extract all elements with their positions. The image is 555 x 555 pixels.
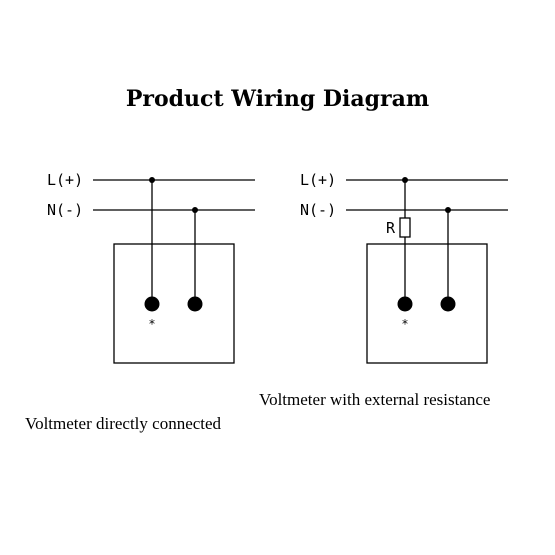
meter-housing	[113, 243, 235, 364]
live-label: L(+)	[300, 171, 336, 189]
terminal-mark: *	[402, 317, 408, 331]
diagram-external-resistance: L(+) N(-) R *	[300, 171, 508, 364]
meter-housing	[366, 243, 488, 364]
neutral-label: N(-)	[300, 201, 336, 219]
resistor	[399, 217, 411, 238]
resistor-label: R	[386, 219, 396, 237]
page-title: Product Wiring Diagram	[125, 86, 430, 112]
terminal-live	[397, 296, 413, 312]
diagram-direct: L(+) N(-) *	[47, 171, 255, 364]
terminal-neutral	[440, 296, 456, 312]
caption-direct: Voltmeter directly connected	[25, 414, 222, 433]
live-label: L(+)	[47, 171, 83, 189]
neutral-label: N(-)	[47, 201, 83, 219]
terminal-mark: *	[149, 317, 155, 331]
terminal-live	[144, 296, 160, 312]
caption-external-resistance: Voltmeter with external resistance	[259, 390, 491, 409]
terminal-neutral	[187, 296, 203, 312]
